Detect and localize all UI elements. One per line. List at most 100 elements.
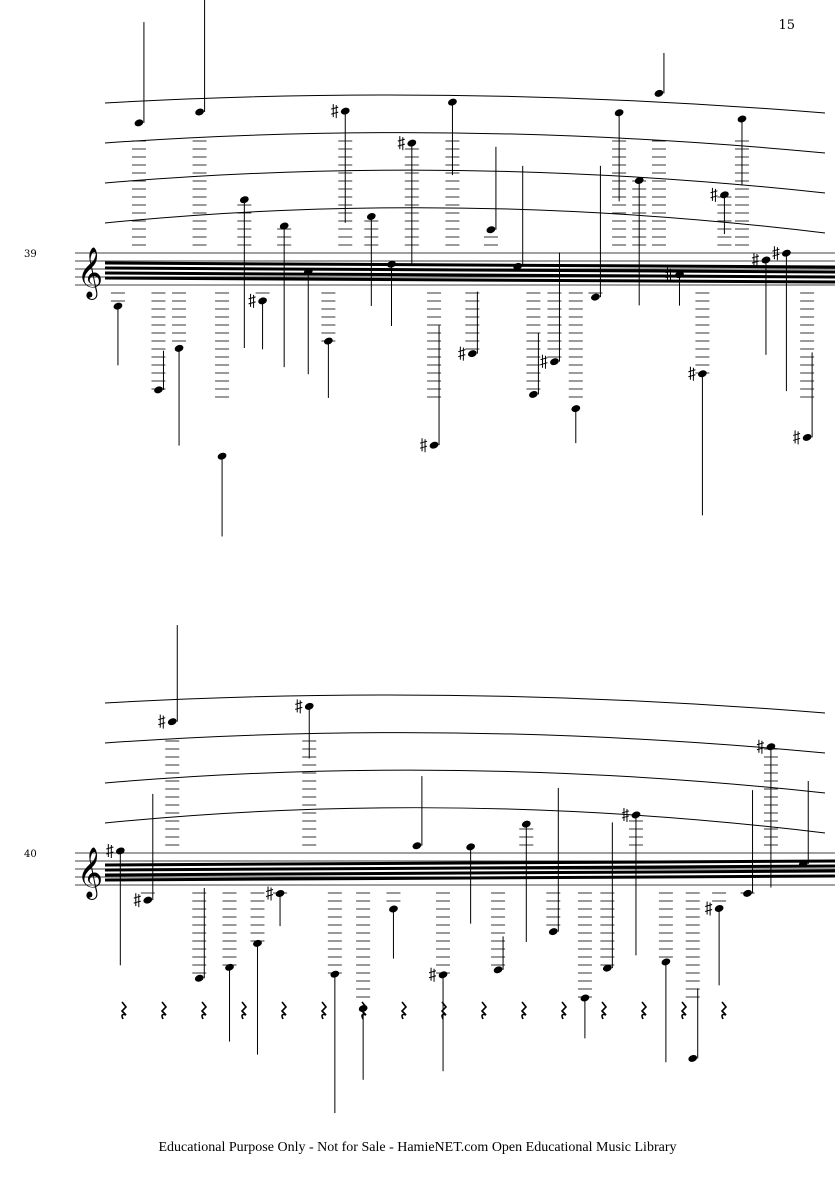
beam xyxy=(104,261,835,269)
notehead xyxy=(115,847,125,855)
rest-icon xyxy=(680,1001,688,1020)
slur xyxy=(104,769,826,794)
sharp-icon xyxy=(106,843,114,858)
sharp-icon xyxy=(428,967,437,982)
notehead xyxy=(143,896,153,904)
rest-icon xyxy=(360,1001,368,1020)
notehead xyxy=(448,98,457,106)
measure-number-40: 40 xyxy=(24,849,37,860)
notehead xyxy=(529,390,538,398)
treble-clef-icon: 𝄞 xyxy=(77,247,103,300)
slur xyxy=(104,207,826,234)
sharp-icon xyxy=(248,293,256,308)
notehead xyxy=(304,702,314,710)
rest-icon xyxy=(720,1001,728,1020)
rest-icon xyxy=(640,1001,648,1020)
notehead xyxy=(366,213,376,220)
notehead xyxy=(634,177,644,184)
notehead xyxy=(429,441,439,449)
notehead xyxy=(412,842,422,850)
notehead xyxy=(580,994,590,1002)
beam xyxy=(104,271,835,279)
notehead xyxy=(766,743,776,751)
notehead xyxy=(493,966,503,974)
sharp-icon xyxy=(295,699,303,714)
rest-icon xyxy=(320,1001,328,1020)
notehead xyxy=(714,905,724,912)
page-number: 15 xyxy=(778,18,795,33)
sharp-icon xyxy=(704,901,713,916)
slur xyxy=(104,169,826,194)
rest-icon xyxy=(200,1001,208,1020)
notehead xyxy=(802,433,812,441)
slur xyxy=(104,732,826,754)
notehead xyxy=(275,890,285,897)
notehead xyxy=(253,939,262,947)
footer-text: Educational Purpose Only - Not for Sale … xyxy=(158,1140,677,1155)
notehead xyxy=(389,905,398,913)
sharp-icon xyxy=(331,104,339,119)
sharp-icon xyxy=(458,346,466,361)
notehead xyxy=(194,974,204,982)
notehead xyxy=(225,963,234,971)
notehead xyxy=(550,358,559,366)
beam xyxy=(104,874,835,882)
rest-icon xyxy=(520,1001,528,1020)
rest-icon xyxy=(480,1001,488,1020)
notehead xyxy=(602,964,612,972)
notehead xyxy=(279,222,289,230)
notehead xyxy=(330,970,340,978)
notehead xyxy=(688,1054,698,1062)
rest-icon xyxy=(160,1001,168,1020)
beam xyxy=(104,864,835,872)
notehead xyxy=(654,89,664,97)
measure-number-39: 39 xyxy=(24,249,37,260)
notehead xyxy=(591,293,600,301)
rest-icon xyxy=(600,1001,608,1020)
notehead xyxy=(761,256,771,264)
notehead xyxy=(258,297,267,305)
notehead xyxy=(154,386,163,394)
notehead xyxy=(407,139,417,147)
beam xyxy=(104,859,835,867)
notehead xyxy=(782,249,791,257)
notehead xyxy=(239,196,249,204)
notehead xyxy=(438,971,448,979)
sharp-icon xyxy=(751,253,760,268)
sharp-icon xyxy=(158,714,166,729)
treble-clef-icon: 𝄞 xyxy=(77,847,103,900)
rest-icon xyxy=(440,1001,448,1020)
notehead xyxy=(217,452,227,460)
notehead xyxy=(134,119,144,127)
rest-icon xyxy=(280,1001,288,1020)
rest-icon xyxy=(400,1001,408,1020)
slur xyxy=(104,132,826,154)
rest-icon xyxy=(240,1001,248,1020)
slur xyxy=(104,94,826,114)
beam xyxy=(104,869,835,877)
notehead xyxy=(167,718,177,726)
notehead xyxy=(195,108,204,116)
beam xyxy=(104,276,835,284)
beam xyxy=(104,266,835,274)
notehead xyxy=(340,107,350,115)
sharp-icon xyxy=(419,438,428,453)
notehead xyxy=(737,115,747,123)
sharp-icon xyxy=(710,187,718,202)
sharp-icon xyxy=(772,246,780,261)
notehead xyxy=(698,370,707,378)
sharp-icon xyxy=(265,886,274,901)
notehead xyxy=(174,344,184,352)
notehead xyxy=(571,405,581,413)
slur xyxy=(104,694,826,714)
notehead xyxy=(661,958,671,966)
slur xyxy=(104,807,826,834)
rest-icon xyxy=(560,1001,568,1020)
notehead xyxy=(467,350,477,358)
notehead xyxy=(720,191,729,199)
notehead xyxy=(614,109,624,117)
rest-icon xyxy=(120,1001,128,1020)
sharp-icon xyxy=(792,430,801,445)
sharp-icon xyxy=(133,893,141,908)
